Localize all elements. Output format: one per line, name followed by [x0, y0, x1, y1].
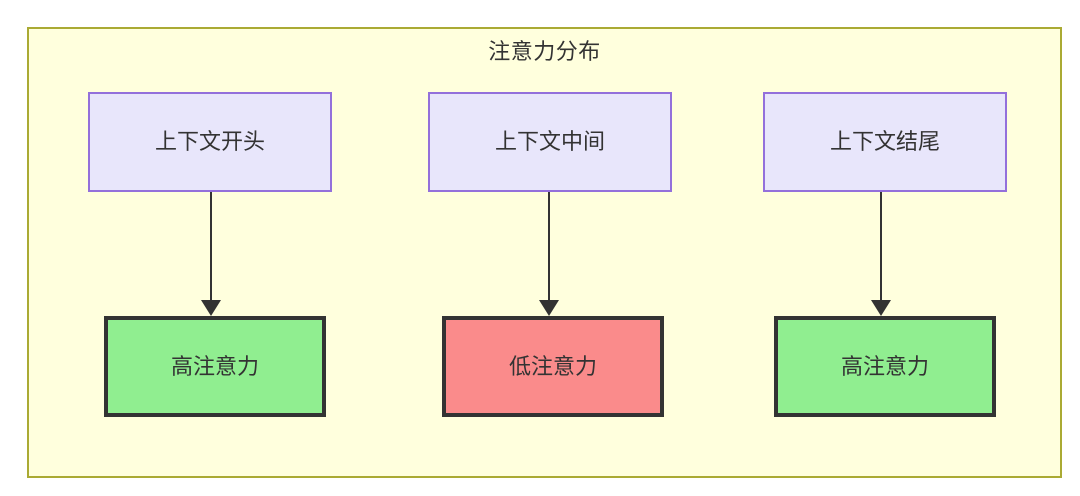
node-high-attention-right[interactable]: 高注意力 — [774, 316, 996, 417]
node-context-beginning-label: 上下文开头 — [154, 129, 265, 154]
node-context-end-label: 上下文结尾 — [829, 129, 940, 154]
node-high-attention-left-label: 高注意力 — [170, 353, 259, 379]
node-high-attention-right-label: 高注意力 — [840, 353, 929, 379]
node-context-middle[interactable]: 上下文中间 — [428, 92, 672, 192]
node-high-attention-left[interactable]: 高注意力 — [104, 316, 326, 417]
node-context-end[interactable]: 上下文结尾 — [763, 92, 1007, 192]
node-low-attention-middle-label: 低注意力 — [508, 353, 597, 379]
node-low-attention-middle[interactable]: 低注意力 — [442, 316, 664, 417]
node-context-middle-label: 上下文中间 — [494, 129, 605, 154]
subgraph-title: 注意力分布 — [488, 39, 601, 64]
node-context-beginning[interactable]: 上下文开头 — [88, 92, 332, 192]
